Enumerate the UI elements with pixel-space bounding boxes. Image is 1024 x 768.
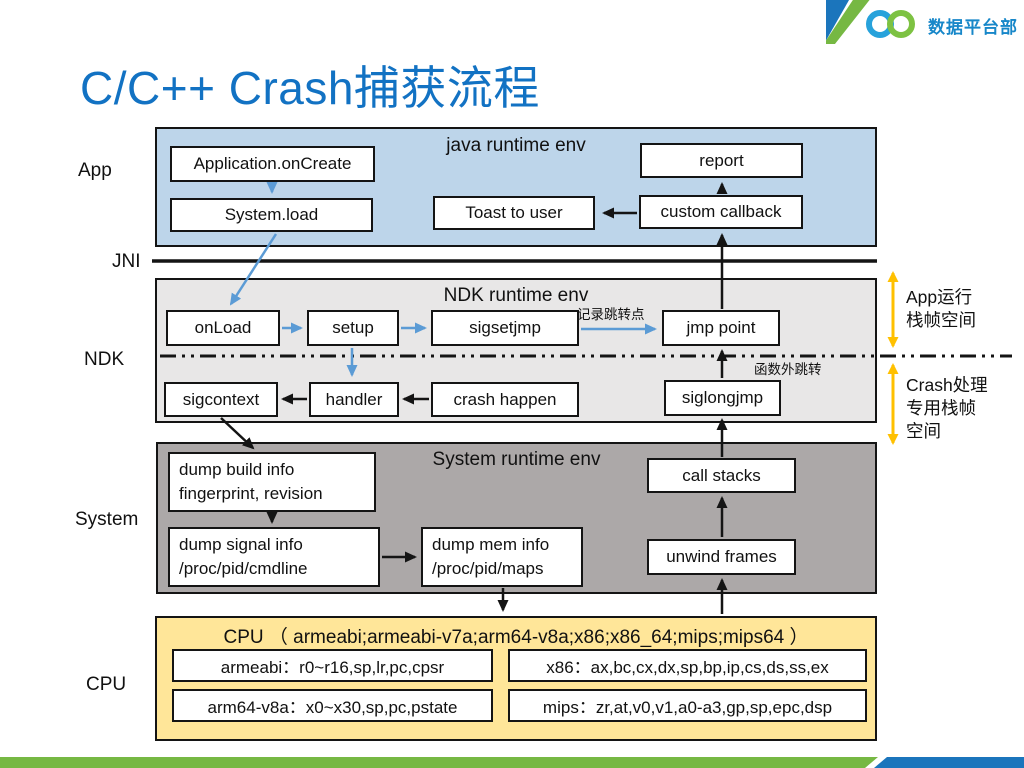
node-dump-signal-info: dump signal info /proc/pid/cmdline [168, 527, 380, 587]
system-layer-title: System runtime env [432, 449, 601, 470]
node-unwind-frames: unwind frames [647, 539, 796, 575]
node-report: report [640, 143, 803, 178]
ndk-layer-title: NDK runtime env [443, 285, 589, 306]
node-armeabi-registers: armeabi：r0~r16,sp,lr,pc,cpsr [172, 649, 493, 682]
layer-label-system: System [75, 509, 139, 530]
node-jmp-point: jmp point [662, 310, 780, 346]
node-onload: onLoad [166, 310, 280, 346]
dump-mem-info-line2: /proc/pid/maps [432, 559, 544, 578]
dump-build-info-line1: dump build info [179, 460, 295, 480]
node-crash-happen: crash happen [431, 382, 579, 417]
app-layer-title: java runtime env [446, 135, 586, 156]
node-call-stacks: call stacks [647, 458, 796, 493]
footer-bar-blue [874, 757, 1024, 768]
node-siglongjmp: siglongjmp [664, 380, 781, 416]
node-x86-registers: x86：ax,bc,cx,dx,sp,bp,ip,cs,ds,ss,ex [508, 649, 867, 682]
dump-signal-info-line2: /proc/pid/cmdline [179, 559, 308, 578]
brand-banner [826, 0, 890, 44]
note-app-stack-space: App运行 栈帧空间 [906, 286, 976, 332]
logo-ring-green-icon [887, 10, 915, 38]
node-handler: handler [309, 382, 399, 417]
dump-build-info-line2: fingerprint, revision [179, 484, 323, 503]
node-arm64-v8a-registers: arm64-v8a：x0~x30,sp,pc,pstate [172, 689, 493, 722]
crash-stack-line1: Crash处理 [906, 375, 988, 395]
page-title: C/C++ Crash捕获流程 [80, 62, 540, 114]
note-outside-function-jump: 函数外跳转 [754, 362, 822, 377]
brand-name: 数据平台部 [928, 18, 1018, 37]
company-logo-icon [866, 9, 922, 39]
node-application-oncreate: Application.onCreate [170, 146, 375, 182]
crash-stack-line2: 专用栈帧 [906, 398, 976, 419]
node-sigcontext: sigcontext [164, 382, 278, 417]
layer-label-ndk: NDK [84, 349, 125, 370]
node-system-load: System.load [170, 198, 373, 232]
node-custom-callback: custom callback [639, 195, 803, 229]
note-record-jump-point: 记录跳转点 [577, 307, 645, 322]
node-sigsetjmp: sigsetjmp [431, 310, 579, 346]
layer-label-cpu: CPU [86, 674, 127, 695]
node-toast-to-user: Toast to user [433, 196, 595, 230]
crash-stack-line3: 空间 [906, 421, 941, 442]
node-setup: setup [307, 310, 399, 346]
layer-label-jni: JNI [112, 251, 141, 272]
node-mips-registers: mips：zr,at,v0,v1,a0-a3,gp,sp,epc,dsp [508, 689, 867, 722]
footer-bar-green [0, 757, 878, 768]
layer-label-app: App [78, 160, 112, 181]
dump-mem-info-line1: dump mem info [432, 535, 550, 555]
node-dump-mem-info: dump mem info /proc/pid/maps [421, 527, 583, 587]
cpu-layer-title: CPU （ armeabi;armeabi-v7a;arm64-v8a;x86;… [223, 627, 809, 648]
node-dump-build-info: dump build info fingerprint, revision [168, 452, 376, 512]
dump-signal-info-line1: dump signal info [179, 535, 303, 555]
note-crash-stack-space: Crash处理 专用栈帧 空间 [906, 374, 988, 443]
app-stack-line2: 栈帧空间 [906, 310, 976, 331]
app-stack-line1: App运行 [906, 287, 973, 307]
